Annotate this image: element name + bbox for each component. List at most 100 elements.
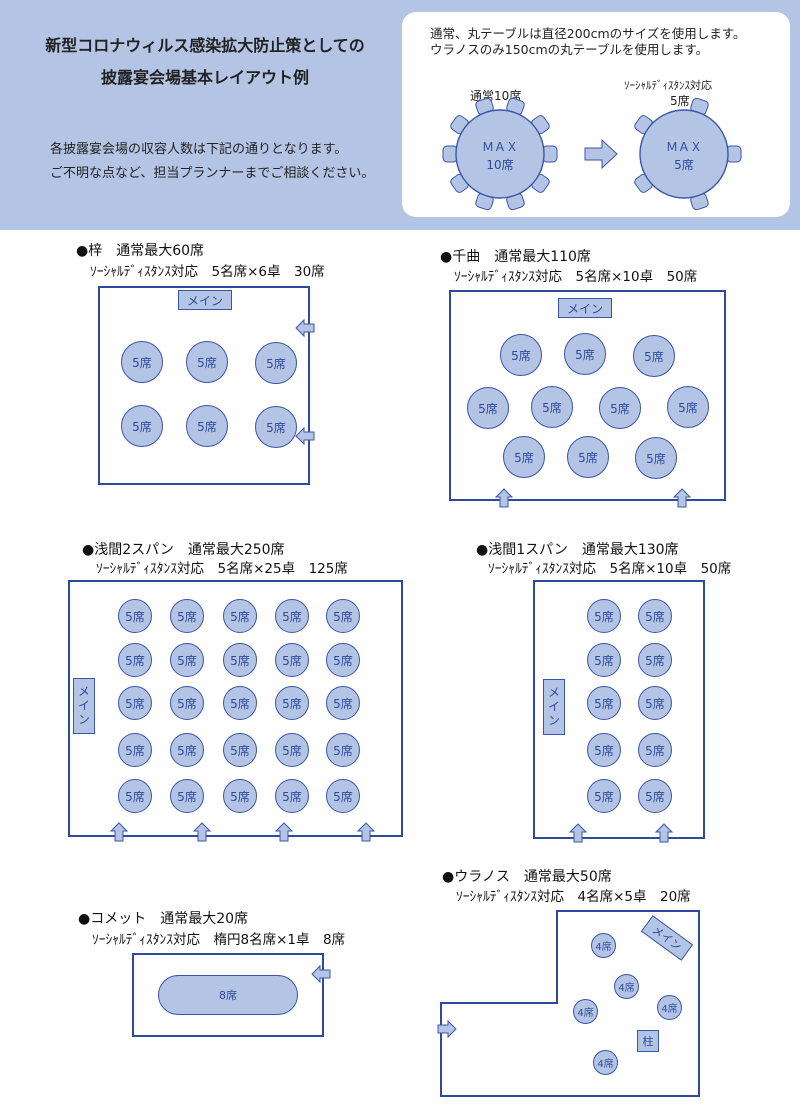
- round-table: 5席: [638, 643, 672, 677]
- round-table: 5席: [587, 643, 621, 677]
- round-table: 5席: [118, 686, 152, 720]
- round-table: 5席: [118, 733, 152, 767]
- round-table: 5席: [275, 599, 309, 633]
- entrance-arrow-icon: [311, 964, 331, 984]
- asama2-room: [68, 580, 403, 837]
- round-table: 5席: [638, 733, 672, 767]
- round-table: 5席: [170, 599, 204, 633]
- round-table: 5席: [587, 779, 621, 813]
- entrance-arrow-icon: [494, 488, 514, 508]
- round-table: 5席: [638, 779, 672, 813]
- round-table: 5席: [170, 643, 204, 677]
- social-caption-1: ｿｰｼｬﾙﾃﾞｨｽﾀﾝｽ対応: [624, 79, 712, 92]
- round-table: 4席: [657, 995, 682, 1020]
- right-arrow-icon: [584, 138, 618, 170]
- asama2-title: ●浅間2スパン 通常最大250席: [82, 542, 285, 558]
- round-table: 5席: [638, 599, 672, 633]
- intro-line1: 各披露宴会場の収容人数は下記の通りとなります。: [50, 142, 348, 157]
- pillar: 柱: [637, 1030, 659, 1052]
- entrance-arrow-icon: [192, 822, 212, 842]
- entrance-arrow-icon: [356, 822, 376, 842]
- round-table: 5席: [564, 333, 606, 375]
- round-table: 5席: [275, 779, 309, 813]
- round-table: 5席: [223, 779, 257, 813]
- chair: [542, 145, 558, 163]
- entrance-arrow-icon: [672, 488, 692, 508]
- entrance-arrow-icon: [109, 822, 129, 842]
- round-table-5: [639, 109, 729, 199]
- social-caption-2: 5席: [670, 94, 690, 108]
- round-table: 5席: [170, 733, 204, 767]
- oval-table: 8席: [158, 975, 298, 1015]
- entrance-arrow-icon: [437, 1019, 457, 1039]
- uranos-subtitle: ｿｰｼｬﾙﾃﾞｨｽﾀﾝｽ対応 4名席×5卓 20席: [456, 889, 691, 905]
- round-table: 4席: [591, 933, 616, 958]
- round-table: 5席: [186, 405, 228, 447]
- round-table: 5席: [326, 686, 360, 720]
- chair: [442, 145, 458, 163]
- round-table: 5席: [531, 386, 573, 428]
- round-table: 5席: [118, 779, 152, 813]
- entrance-arrow-icon: [654, 823, 674, 843]
- round-table: 5席: [223, 643, 257, 677]
- chairs-10: [442, 97, 558, 211]
- chikuma-room: [449, 290, 726, 501]
- round-table: 5席: [255, 406, 297, 448]
- round-table: 5席: [170, 686, 204, 720]
- round-table: 5席: [121, 405, 163, 447]
- table-5-label: 5席: [674, 157, 694, 172]
- round-table: 5席: [118, 643, 152, 677]
- round-table-10: [455, 109, 545, 199]
- round-table: 5席: [567, 436, 609, 478]
- entrance-arrow-icon: [295, 318, 315, 338]
- asama2-subtitle: ｿｰｼｬﾙﾃﾞｨｽﾀﾝｽ対応 5名席×25卓 125席: [96, 561, 348, 577]
- info-line2: ウラノスのみ150cmの丸テーブルを使用します。: [430, 42, 709, 57]
- round-table: 5席: [638, 686, 672, 720]
- round-table: 5席: [170, 779, 204, 813]
- round-table: 5席: [275, 643, 309, 677]
- page-title-line1: 新型コロナウィルス感染拡大防止策としての: [45, 36, 365, 55]
- header-banner: 新型コロナウィルス感染拡大防止策としての 披露宴会場基本レイアウト例 各披露宴会…: [0, 0, 800, 230]
- asama1-title: ●浅間1スパン 通常最大130席: [476, 542, 679, 558]
- round-table: 5席: [223, 686, 257, 720]
- table-diagram: ＭＡＸ 10席 ＭＡＸ 5席: [442, 97, 742, 211]
- round-table: 5席: [503, 436, 545, 478]
- asama1-subtitle: ｿｰｼｬﾙﾃﾞｨｽﾀﾝｽ対応 5名席×10卓 50席: [488, 561, 732, 577]
- round-table: 5席: [186, 341, 228, 383]
- uranos-title: ●ウラノス 通常最大50席: [442, 869, 612, 885]
- round-table: 5席: [587, 599, 621, 633]
- comet-room: [132, 953, 324, 1037]
- round-table: 5席: [326, 643, 360, 677]
- round-table: 5席: [599, 387, 641, 429]
- chikuma-main-table: メイン: [558, 298, 612, 318]
- round-table: 5席: [118, 599, 152, 633]
- max-label-5: ＭＡＸ: [666, 140, 702, 154]
- round-table: 5席: [326, 733, 360, 767]
- asama2-main-table: メイン: [73, 678, 95, 734]
- round-table: 5席: [255, 342, 297, 384]
- asama1-main-table: メイン: [543, 679, 565, 735]
- round-table: 5席: [633, 335, 675, 377]
- azusa-main-table: メイン: [178, 290, 232, 310]
- round-table: 4席: [614, 974, 639, 999]
- entrance-arrow-icon: [568, 823, 588, 843]
- round-table: 5席: [635, 437, 677, 479]
- round-table: 5席: [121, 341, 163, 383]
- round-table: 5席: [275, 733, 309, 767]
- page-title-line2: 披露宴会場基本レイアウト例: [100, 68, 309, 87]
- round-table: 5席: [587, 733, 621, 767]
- max-label-10: ＭＡＸ: [482, 140, 518, 154]
- round-table: 5席: [223, 599, 257, 633]
- comet-title: ●コメット 通常最大20席: [78, 911, 249, 927]
- table-info-box: 通常、丸テーブルは直径200cmのサイズを使用します。 ウラノスのみ150cmの…: [402, 12, 790, 217]
- table-10-label: 10席: [486, 157, 513, 172]
- asama1-room: [533, 580, 705, 839]
- round-table: 5席: [467, 387, 509, 429]
- comet-subtitle: ｿｰｼｬﾙﾃﾞｨｽﾀﾝｽ対応 楕円8名席×1卓 8席: [92, 932, 346, 948]
- round-table: 5席: [275, 686, 309, 720]
- info-line1: 通常、丸テーブルは直径200cmのサイズを使用します。: [430, 26, 746, 41]
- chikuma-title: ●千曲 通常最大110席: [440, 249, 591, 265]
- azusa-subtitle: ｿｰｼｬﾙﾃﾞｨｽﾀﾝｽ対応 5名席×6卓 30席: [90, 264, 325, 280]
- round-table: 4席: [593, 1050, 618, 1075]
- round-table: 4席: [573, 999, 598, 1024]
